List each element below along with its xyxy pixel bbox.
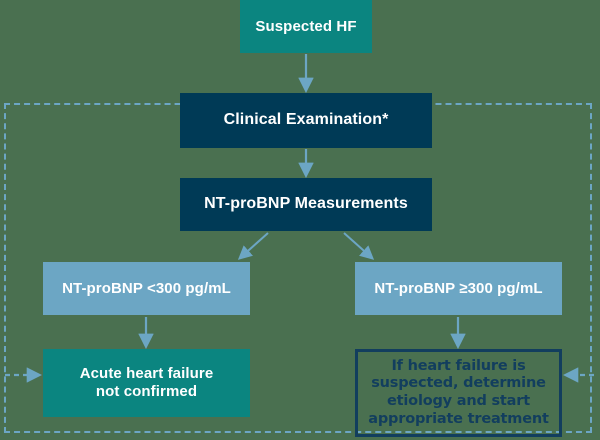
node-ntprobnp-at-or-above-300[interactable]: NT-proBNP ≥300 pg/mL <box>355 262 562 315</box>
node-suspected-hf[interactable]: Suspected HF <box>240 0 372 53</box>
node-ntprobnp-measurements-label: NT-proBNP Measurements <box>204 195 408 213</box>
node-determine-line4: appropriate treatment <box>368 410 549 427</box>
node-determine-line3: etiology and start <box>387 393 530 409</box>
node-acute-heart-failure-not-confirmed[interactable]: Acute heart failure not confirmed <box>43 349 250 417</box>
node-determine-line1: If heart failure is <box>391 357 526 374</box>
node-determine-text: If heart failure is suspected, determine… <box>368 357 549 429</box>
node-not-confirmed-line2: not confirmed <box>95 383 198 400</box>
node-ntprobnp-at-or-above-300-label: NT-proBNP ≥300 pg/mL <box>374 279 543 297</box>
node-ntprobnp-measurements[interactable]: NT-proBNP Measurements <box>180 178 432 231</box>
node-determine-etiology-and-treat[interactable]: If heart failure is suspected, determine… <box>355 349 562 437</box>
node-ntprobnp-below-300[interactable]: NT-proBNP <300 pg/mL <box>43 262 250 315</box>
node-not-confirmed-text: Acute heart failure not confirmed <box>80 365 214 400</box>
node-suspected-hf-label: Suspected HF <box>255 17 357 35</box>
node-clinical-examination-label: Clinical Examination* <box>223 111 389 129</box>
node-ntprobnp-below-300-label: NT-proBNP <300 pg/mL <box>62 279 231 297</box>
node-clinical-examination[interactable]: Clinical Examination* <box>180 93 432 148</box>
node-not-confirmed-line1: Acute heart failure <box>79 365 214 383</box>
node-determine-line2: suspected, determine <box>371 375 546 392</box>
